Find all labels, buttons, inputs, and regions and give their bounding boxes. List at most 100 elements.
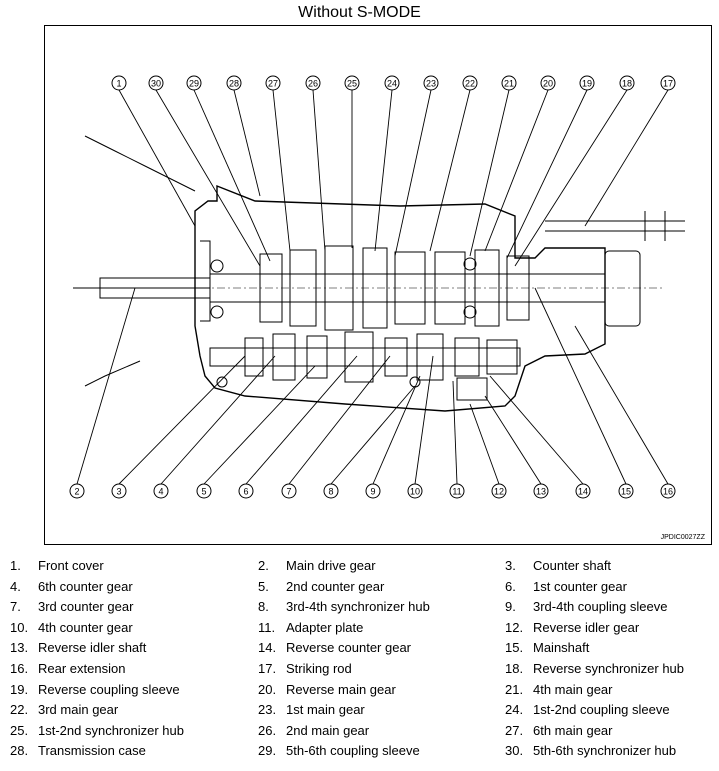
legend-item: 24.1st-2nd coupling sleeve	[505, 702, 670, 717]
callout-number-26: 26	[308, 79, 318, 89]
legend-item: 10.4th counter gear	[10, 620, 133, 635]
legend-item: 27.6th main gear	[505, 723, 613, 738]
legend-item: 17.Striking rod	[258, 661, 352, 676]
callout-number-27: 27	[268, 79, 278, 89]
callout-number-19: 19	[582, 79, 592, 89]
legend-item-label: Counter shaft	[533, 558, 612, 573]
callout-circle-11	[449, 483, 465, 499]
leader-line-19	[506, 89, 588, 259]
legend-item-number: 11.	[258, 619, 276, 635]
legend-item-number: 1.	[10, 558, 21, 573]
callout-number-12: 12	[494, 487, 504, 497]
callout-number-22: 22	[465, 79, 475, 89]
legend-item-number: 7.	[10, 599, 21, 615]
callout-number-25: 25	[347, 79, 357, 89]
leader-line-27	[272, 89, 291, 252]
bearings	[210, 257, 477, 388]
legend-item-label: 4th main gear	[533, 681, 613, 697]
legend-item-label: Main drive gear	[286, 558, 376, 573]
legend-item: 16.Rear extension	[10, 661, 125, 676]
legend-item-number: 8.	[258, 599, 269, 615]
leader-line-2	[76, 287, 136, 485]
leader-line-16	[574, 325, 669, 485]
callout-circle-16	[660, 483, 676, 499]
leader-line-7	[288, 355, 391, 485]
legend-item-number: 21.	[505, 681, 524, 697]
callout-circle-22	[462, 75, 478, 91]
legend-item-label: 1st-2nd synchronizer hub	[38, 722, 184, 738]
legend-item: 19.Reverse coupling sleeve	[10, 682, 180, 697]
legend-item-number: 18.	[505, 661, 524, 676]
callout-circle-10	[407, 483, 423, 499]
callout-number-6: 6	[243, 487, 248, 497]
leader-line-17	[584, 89, 669, 227]
legend-item: 6.1st counter gear	[505, 579, 627, 594]
callout-number-5: 5	[201, 487, 206, 497]
legend-item-number: 30.	[505, 743, 524, 759]
legend-item: 25.1st-2nd synchronizer hub	[10, 723, 184, 738]
legend-item-label: 6th counter gear	[38, 578, 133, 594]
callout-number-20: 20	[543, 79, 553, 89]
legend-item: 28.Transmission case	[10, 743, 146, 758]
legend-item: 22.3rd main gear	[10, 702, 118, 717]
callout-number-1: 1	[116, 79, 121, 89]
legend-item-number: 20.	[258, 681, 277, 697]
callout-number-9: 9	[370, 487, 375, 497]
legend-item-label: 2nd main gear	[286, 722, 370, 738]
legend-item: 23.1st main gear	[258, 702, 365, 717]
legend-item: 9. 3rd-4th coupling sleeve	[505, 599, 667, 614]
callout-circle-17	[660, 75, 676, 91]
callout-number-29: 29	[189, 79, 199, 89]
legend-item-label: 4th counter gear	[38, 619, 133, 635]
callout-circle-30	[148, 75, 164, 91]
legend-item-number: 24.	[505, 702, 524, 718]
callout-circle-2	[69, 483, 85, 499]
callout-circle-28	[226, 75, 242, 91]
legend-item-label: 3rd-4th coupling sleeve	[533, 599, 668, 615]
legend-item-label: 3rd counter gear	[38, 599, 134, 615]
legend-item-number: 28.	[10, 743, 29, 759]
callout-number-30: 30	[151, 79, 161, 89]
callout-circle-5	[196, 483, 212, 499]
callout-circle-15	[618, 483, 634, 499]
legend-item-label: Reverse idler shaft	[38, 640, 147, 656]
legend-item-number: 5.	[258, 578, 269, 594]
legend-item-label: Rear extension	[38, 661, 126, 676]
legend-item-label: 6th main gear	[533, 722, 613, 738]
leader-line-14	[489, 375, 584, 485]
legend-item-label: Reverse counter gear	[286, 640, 412, 656]
legend-item: 3.Counter shaft	[505, 558, 611, 573]
callout-circle-13	[533, 483, 549, 499]
callout-number-13: 13	[536, 487, 546, 497]
callout-number-8: 8	[328, 487, 333, 497]
callout-circle-27	[265, 75, 281, 91]
leader-lines	[76, 89, 669, 485]
front-cover-outline	[84, 135, 196, 387]
callout-circle-14	[575, 483, 591, 499]
leader-line-10	[414, 355, 434, 485]
callout-number-16: 16	[663, 487, 673, 497]
leader-line-8	[330, 385, 416, 485]
figure-code: JPDIC0027ZZ	[660, 534, 705, 541]
legend-item: 1.Front cover	[10, 558, 104, 573]
legend-item: 20.Reverse main gear	[258, 682, 396, 697]
reverse-idler	[456, 377, 488, 401]
legend-item: 13.Reverse idler shaft	[10, 640, 146, 655]
callout-number-28: 28	[229, 79, 239, 89]
legend-item: 4.6th counter gear	[10, 579, 133, 594]
callout-number-4: 4	[158, 487, 163, 497]
transmission-drawing	[73, 135, 685, 412]
legend-item-number: 15.	[505, 640, 524, 656]
leader-line-3	[118, 355, 246, 485]
callout-number-17: 17	[663, 79, 673, 89]
legend-item-label: Reverse coupling sleeve	[38, 681, 180, 697]
legend-item: 14.Reverse counter gear	[258, 640, 411, 655]
leader-line-9	[372, 375, 421, 485]
legend-item-number: 9.	[505, 599, 516, 615]
legend-item: 29.5th-6th coupling sleeve	[258, 743, 420, 758]
striking-rod	[545, 211, 685, 241]
legend-item-label: Reverse idler gear	[533, 619, 640, 635]
